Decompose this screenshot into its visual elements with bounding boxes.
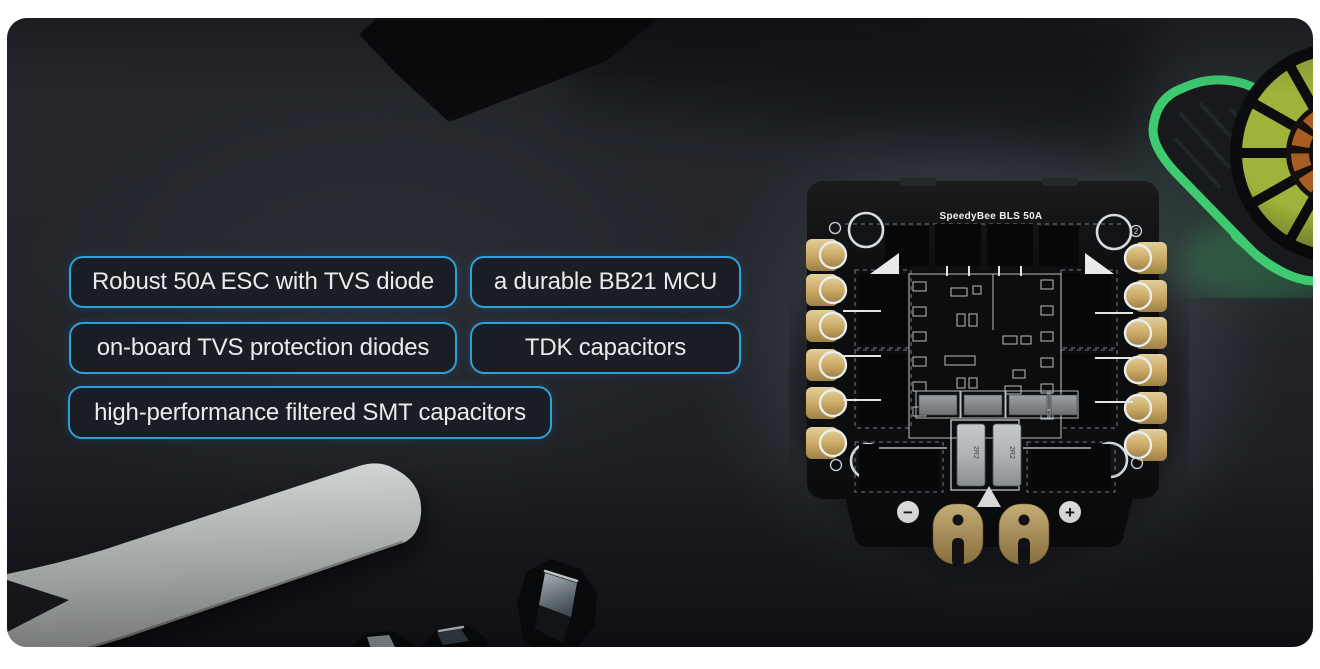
hole-badge-number: 2: [1134, 227, 1139, 236]
prop-nut: [517, 559, 597, 647]
prop-nut: [351, 631, 416, 647]
prop-nut: [421, 625, 488, 647]
feature-badge-label: high-performance filtered SMT capacitors: [94, 398, 526, 426]
pcb-title-silkscreen: SpeedyBee BLS 50A: [940, 211, 1043, 222]
feature-badge-label: Robust 50A ESC with TVS diode: [92, 268, 434, 295]
hole-index-badges: [828, 221, 1144, 472]
smt-filter-capacitors: [918, 394, 1078, 416]
feature-badge-esc-tvs: Robust 50A ESC with TVS diode: [69, 256, 457, 308]
wrench-edge-shade: [86, 540, 404, 647]
prop-nuts-illustration: [351, 559, 597, 647]
tdk-capacitors: 2R2 2R2: [879, 419, 1091, 491]
mosfet-blocks: [859, 224, 1111, 490]
motor-solder-pads-right: [1123, 242, 1167, 461]
battery-polarity-markings: − +: [897, 501, 1081, 523]
pad-traces: [843, 266, 1133, 403]
orientation-arrows: [870, 253, 1114, 507]
feature-badge-tdk: TDK capacitors: [470, 322, 741, 374]
feature-badge-mcu: a durable BB21 MCU: [470, 256, 741, 308]
esc-pcb-illustration: 2 SpeedyBee BLS 50A: [790, 178, 1189, 574]
battery-plus-marking: +: [1065, 503, 1075, 522]
battery-minus-marking: −: [903, 503, 913, 522]
wrench-fork-notch: [7, 580, 69, 632]
feature-badge-tvs-diodes: on-board TVS protection diodes: [69, 322, 457, 374]
feature-badge-label: on-board TVS protection diodes: [96, 334, 430, 361]
drone-motor-illustration: [1148, 46, 1313, 298]
feature-badge-smt-caps: high-performance filtered SMT capacitors: [68, 386, 552, 439]
battery-solder-pads: [932, 503, 1050, 566]
motor-bell: [1230, 46, 1313, 260]
product-photo: 2 SpeedyBee BLS 50A: [7, 18, 1313, 647]
feature-badge-label: a durable BB21 MCU: [493, 268, 718, 295]
motor-solder-pads-left: [806, 239, 848, 459]
prop-wrench-tool-illustration: [7, 463, 422, 647]
feature-badges: Robust 50A ESC with TVS diode a durable …: [7, 18, 1313, 647]
green-arm-edge: [1231, 232, 1311, 285]
capacitor-marking: 2R2: [972, 446, 979, 459]
capacitor-marking: 2R2: [1008, 446, 1015, 459]
wrench-body: [7, 463, 422, 647]
feature-badge-label: TDK capacitors: [524, 334, 687, 361]
